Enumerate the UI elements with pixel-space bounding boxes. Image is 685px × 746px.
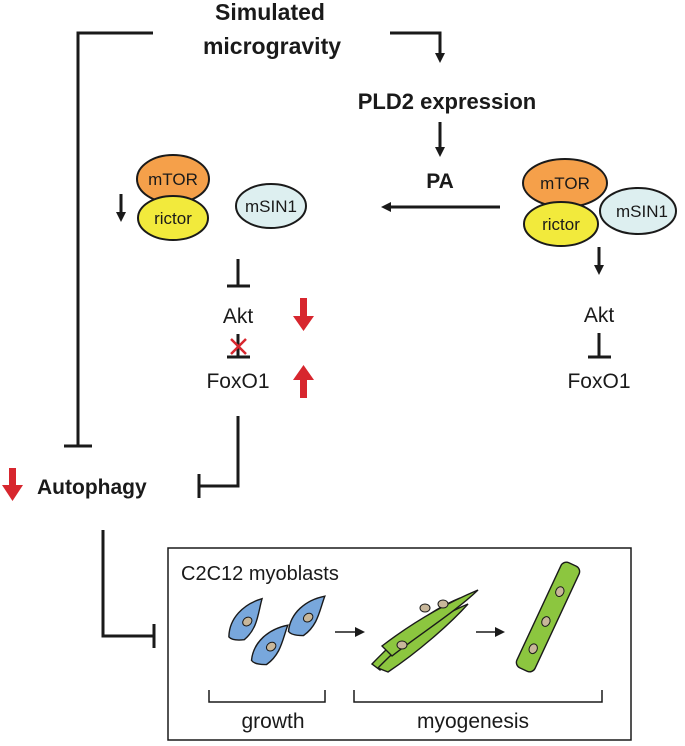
foxo1-increase-red-arrow <box>293 365 314 398</box>
left-rictor-node <box>137 195 209 241</box>
nucleus <box>555 586 565 597</box>
growth-bracket <box>208 690 326 703</box>
right-rictor-label: rictor <box>542 215 580 234</box>
autophagy-label: Autophagy <box>37 476 147 499</box>
nucleus <box>528 643 538 655</box>
pld2-expression-label: PLD2 expression <box>358 89 537 114</box>
c2c12-label: C2C12 myoblasts <box>181 563 339 585</box>
right-mtor-label: mTOR <box>540 174 590 193</box>
right-foxo1-label: FoxO1 <box>567 370 630 393</box>
autophagy-to-myogenesis-inhibition-line <box>101 530 154 638</box>
left-msin1-node <box>235 183 307 229</box>
myotube <box>515 561 581 673</box>
left-msin1-label: mSIN1 <box>245 197 297 216</box>
blocked-x-mark <box>230 338 247 355</box>
myoblast-cell <box>228 597 264 641</box>
microgravity-to-pld2-arrow <box>390 31 445 63</box>
autophagy-decrease-red-arrow <box>2 468 23 501</box>
right-msin1-node <box>599 187 677 235</box>
right-msin1-label: mSIN1 <box>616 202 668 221</box>
right-akt-label: Akt <box>584 304 615 327</box>
left-foxo1-label: FoxO1 <box>206 370 269 393</box>
left-mtor-complex: mTOR rictor mSIN1 <box>136 154 307 241</box>
myogenesis-bracket <box>353 690 603 703</box>
left-mtor-label: mTOR <box>148 170 198 189</box>
myocyte-cell <box>380 589 479 657</box>
nucleus <box>396 640 408 650</box>
foxo1-to-autophagy-inhibition-line <box>199 416 240 488</box>
fusing-myocytes <box>370 589 479 673</box>
microgravity-to-autophagy-inhibition-line <box>76 31 153 446</box>
simulated-microgravity-label-line1: Simulated <box>215 0 325 25</box>
nucleus <box>437 599 449 609</box>
nucleus <box>419 603 431 613</box>
akt-decrease-red-arrow <box>293 298 314 331</box>
left-akt-label: Akt <box>223 305 254 328</box>
myogenesis-label: myogenesis <box>417 710 529 733</box>
right-rictor-node <box>523 201 599 247</box>
simulated-microgravity-label-line2: microgravity <box>203 33 341 59</box>
right-mtor-complex: mSIN1 mTOR rictor <box>522 158 677 247</box>
growth-label: growth <box>241 710 304 733</box>
myoblast-cell <box>250 624 289 666</box>
nucleus <box>541 616 551 627</box>
myoblast-cell <box>287 595 326 637</box>
left-rictor-label: rictor <box>154 209 192 228</box>
pa-label: PA <box>426 170 454 193</box>
myoblast-cells <box>228 595 326 666</box>
